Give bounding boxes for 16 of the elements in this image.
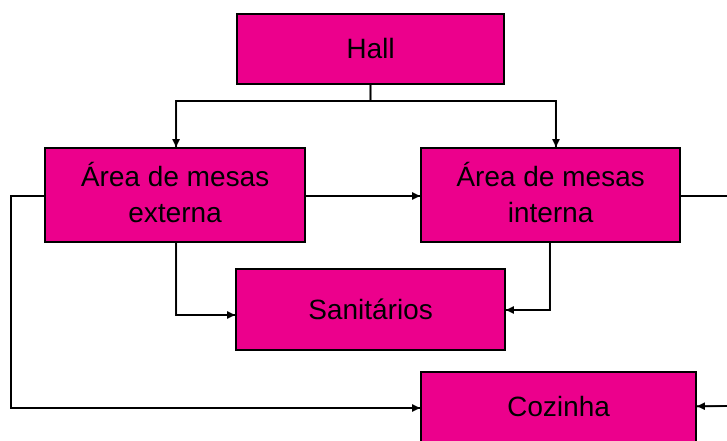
process-box: [44, 147, 306, 243]
arrow: [696, 402, 727, 410]
arrow: [10, 194, 420, 412]
arrow: [506, 243, 551, 314]
arrow: [370, 85, 560, 147]
arrow: [175, 243, 235, 319]
box-label: Cozinha: [507, 390, 610, 424]
arrow: [306, 192, 420, 200]
box-label: Hall: [346, 32, 395, 66]
box-label: Área de mesas externa: [80, 160, 270, 230]
process-box: [420, 147, 681, 243]
box-label: Área de mesas interna: [455, 160, 646, 230]
process-box: [236, 13, 505, 85]
process-box: [235, 268, 506, 351]
process-box: [420, 371, 697, 441]
box-label: Sanitários: [308, 292, 433, 326]
